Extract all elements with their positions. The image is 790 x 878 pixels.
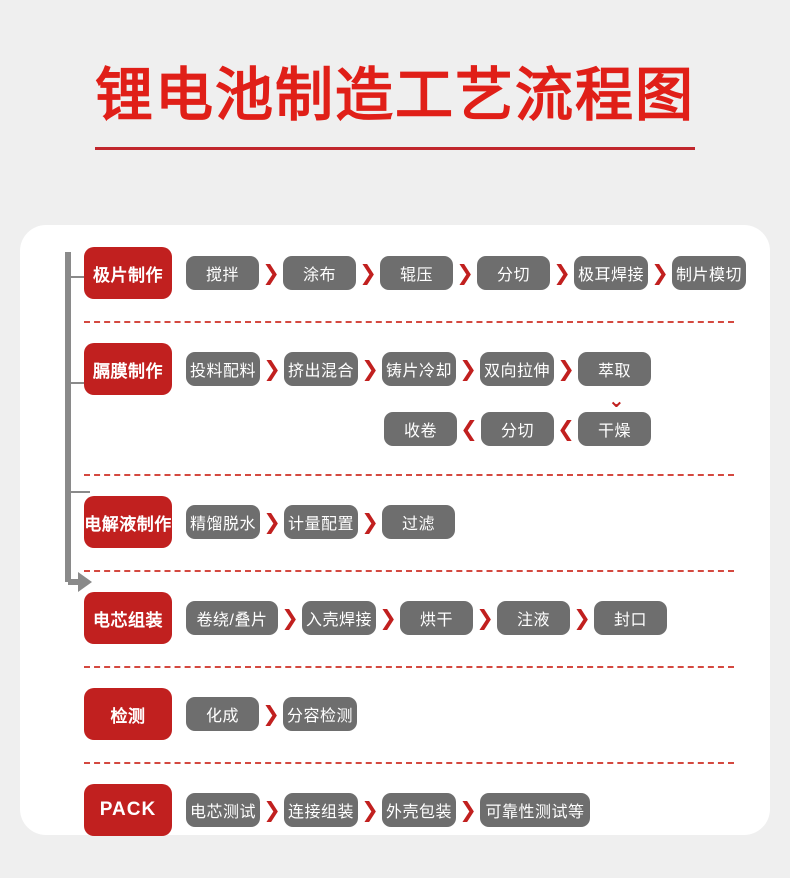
step-group: 电芯测试❯连接组装❯外壳包装❯可靠性测试等: [186, 784, 770, 833]
chevron-right-icon: ❯: [553, 260, 571, 285]
stage-label-5[interactable]: PACK: [84, 784, 172, 836]
process-step-pill[interactable]: 外壳包装: [382, 793, 456, 827]
process-step-pill[interactable]: 搅拌: [186, 256, 259, 290]
row-spacer: [20, 548, 770, 570]
row-divider: [84, 762, 734, 764]
title-block: 锂电池制造工艺流程图: [0, 0, 790, 150]
process-step-pill[interactable]: 电芯测试: [186, 793, 260, 827]
step-line: 投料配料❯挤出混合❯铸片冷却❯双向拉伸❯萃取: [186, 346, 770, 392]
chevron-right-icon: ❯: [651, 260, 669, 285]
process-step-pill[interactable]: 烘干: [400, 601, 473, 635]
row-spacer: [20, 299, 770, 321]
chevron-right-icon: ❯: [361, 356, 379, 381]
process-step-pill[interactable]: 入壳焊接: [302, 601, 376, 635]
chevron-left-icon: ❮: [460, 416, 478, 441]
process-step-pill[interactable]: 收卷: [384, 412, 457, 446]
chevron-right-icon: ❯: [263, 509, 281, 534]
chevron-right-icon: ❯: [361, 509, 379, 534]
process-step-pill[interactable]: 计量配置: [284, 505, 358, 539]
process-step-pill[interactable]: 挤出混合: [284, 352, 358, 386]
chevron-right-icon: ❯: [456, 260, 474, 285]
chevron-right-icon: ❯: [459, 797, 477, 822]
row-spacer: [20, 668, 770, 688]
chevron-right-icon: ❯: [262, 701, 280, 726]
chevron-right-icon: ❯: [262, 260, 280, 285]
row-spacer: [20, 572, 770, 592]
row-spacer: [20, 476, 770, 496]
chevron-right-icon: ❯: [476, 605, 494, 630]
row-divider: [84, 570, 734, 572]
chevron-right-icon: ❯: [459, 356, 477, 381]
process-step-pill[interactable]: 投料配料: [186, 352, 260, 386]
step-line: 收卷❮分切❮干燥: [186, 406, 770, 452]
flow-row: 电解液制作精馏脱水❯计量配置❯过滤: [20, 496, 770, 548]
title-underline: [95, 146, 695, 150]
process-step-pill[interactable]: 涂布: [283, 256, 356, 290]
flow-row: 电芯组装卷绕/叠片❯入壳焊接❯烘干❯注液❯封口: [20, 592, 770, 644]
row-spacer: [20, 740, 770, 762]
row-spacer: [20, 644, 770, 666]
process-step-pill[interactable]: 萃取: [578, 352, 651, 386]
process-step-pill[interactable]: 干燥: [578, 412, 651, 446]
chevron-right-icon: ❯: [359, 260, 377, 285]
flow-row: 检测化成❯分容检测: [20, 688, 770, 740]
step-line: 电芯测试❯连接组装❯外壳包装❯可靠性测试等: [186, 787, 770, 833]
process-step-pill[interactable]: 极耳焊接: [574, 256, 648, 290]
step-group: 投料配料❯挤出混合❯铸片冷却❯双向拉伸❯萃取⌄收卷❮分切❮干燥: [186, 343, 770, 452]
chevron-down-glyph: ⌄: [608, 387, 625, 412]
step-group: 卷绕/叠片❯入壳焊接❯烘干❯注液❯封口: [186, 592, 770, 641]
process-step-pill[interactable]: 双向拉伸: [480, 352, 554, 386]
chevron-right-icon: ❯: [557, 356, 575, 381]
process-step-pill[interactable]: 制片模切: [672, 256, 746, 290]
chevron-right-icon: ❯: [281, 605, 299, 630]
stage-label-1[interactable]: 膈膜制作: [84, 343, 172, 395]
process-step-pill[interactable]: 注液: [497, 601, 570, 635]
row-divider: [84, 321, 734, 323]
process-step-pill[interactable]: 铸片冷却: [382, 352, 456, 386]
process-step-pill[interactable]: 分切: [481, 412, 554, 446]
process-step-pill[interactable]: 封口: [594, 601, 667, 635]
step-line: 精馏脱水❯计量配置❯过滤: [186, 499, 770, 545]
process-step-pill[interactable]: 辊压: [380, 256, 453, 290]
process-step-pill[interactable]: 精馏脱水: [186, 505, 260, 539]
flow-row: 极片制作搅拌❯涂布❯辊压❯分切❯极耳焊接❯制片模切: [20, 247, 770, 299]
step-group: 精馏脱水❯计量配置❯过滤: [186, 496, 770, 545]
step-line: 搅拌❯涂布❯辊压❯分切❯极耳焊接❯制片模切: [186, 250, 770, 296]
row-spacer: [20, 225, 770, 247]
process-step-pill[interactable]: 分容检测: [283, 697, 357, 731]
process-step-pill[interactable]: 可靠性测试等: [480, 793, 590, 827]
chevron-right-icon: ❯: [263, 356, 281, 381]
chevron-right-icon: ❯: [361, 797, 379, 822]
chevron-right-icon: ❯: [379, 605, 397, 630]
step-line: 卷绕/叠片❯入壳焊接❯烘干❯注液❯封口: [186, 595, 770, 641]
chevron-left-icon: ❮: [557, 416, 575, 441]
chevron-right-icon: ❯: [573, 605, 591, 630]
stage-label-2[interactable]: 电解液制作: [84, 496, 172, 548]
process-step-pill[interactable]: 化成: [186, 697, 259, 731]
row-divider: [84, 666, 734, 668]
process-step-pill[interactable]: 过滤: [382, 505, 455, 539]
page-title: 锂电池制造工艺流程图: [94, 61, 695, 129]
row-spacer: [20, 323, 770, 343]
row-divider: [84, 474, 734, 476]
step-group: 化成❯分容检测: [186, 688, 770, 737]
step-line: 化成❯分容检测: [186, 691, 770, 737]
process-step-pill[interactable]: 连接组装: [284, 793, 358, 827]
step-group: 搅拌❯涂布❯辊压❯分切❯极耳焊接❯制片模切: [186, 247, 770, 296]
flow-row: 膈膜制作投料配料❯挤出混合❯铸片冷却❯双向拉伸❯萃取⌄收卷❮分切❮干燥: [20, 343, 770, 452]
stage-label-3[interactable]: 电芯组装: [84, 592, 172, 644]
stage-label-0[interactable]: 极片制作: [84, 247, 172, 299]
flow-rows: 极片制作搅拌❯涂布❯辊压❯分切❯极耳焊接❯制片模切膈膜制作投料配料❯挤出混合❯铸…: [20, 225, 770, 836]
row-spacer: [20, 452, 770, 474]
chevron-right-icon: ❯: [263, 797, 281, 822]
flowchart-card: 极片制作搅拌❯涂布❯辊压❯分切❯极耳焊接❯制片模切膈膜制作投料配料❯挤出混合❯铸…: [20, 225, 770, 836]
row-spacer: [20, 764, 770, 784]
chevron-down-icon: ⌄: [186, 387, 770, 412]
process-step-pill[interactable]: 卷绕/叠片: [186, 601, 278, 635]
stage-label-4[interactable]: 检测: [84, 688, 172, 740]
process-step-pill[interactable]: 分切: [477, 256, 550, 290]
